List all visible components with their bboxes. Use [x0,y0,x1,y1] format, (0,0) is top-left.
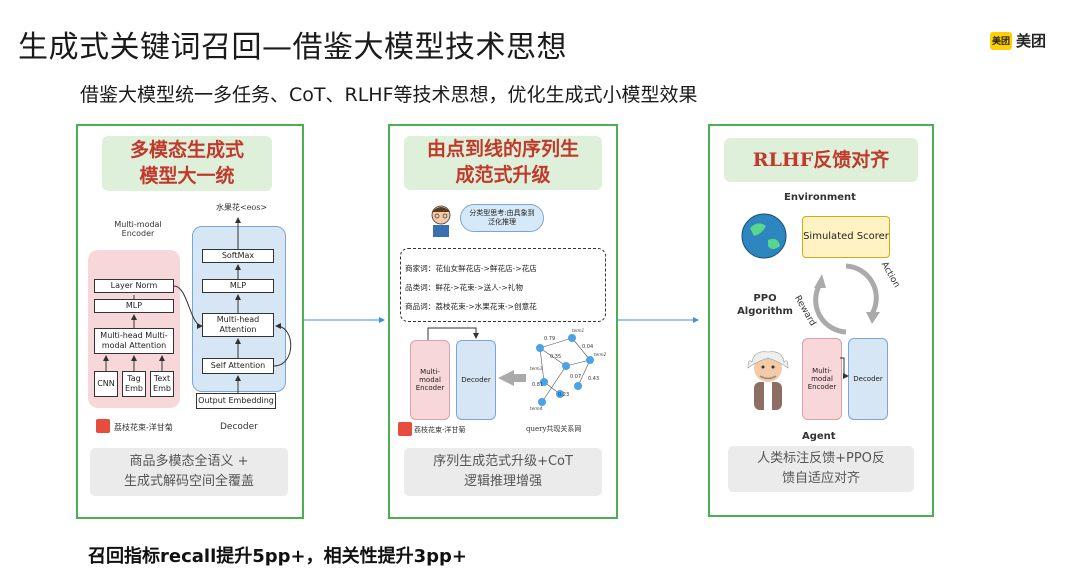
seq-product-line: 商品词：荔枝花束->水果花束->创意花 [405,302,537,311]
graph-node-2: term2 [594,352,607,357]
sequence-examples-box: 商家词：花仙女鲜花店->鲜花店->花店 品类词：鲜花->花束->送人->礼物 商… [400,248,606,322]
graph-node-3: term3 [530,366,543,371]
logo-badge: 美团 [990,31,1012,50]
left-arrow-icon [498,370,526,386]
panel2-product-thumbnail [398,422,412,436]
panel2-product-example: 荔枝花束-洋甘菊 [414,426,466,434]
panel1-summary: 商品多模态全语义 + 生成式解码空间全覆盖 [90,448,288,496]
panel3-summary-line2: 馈自适应对齐 [781,471,860,486]
encoder-label-line1: Multi-modal [114,220,162,229]
page-subtitle: 借鉴大模型统一多任务、CoT、RLHF等技术思想，优化生成式小模型效果 [80,84,698,106]
panel2-title: 由点到线的序列生 成范式升级 [404,136,602,190]
panel3-encoder-label: Multi-modal Encoder [807,367,837,391]
output-embedding-box: Output Embedding [196,393,276,409]
panel2-encoder-label: Multi-modal Encoder [415,368,445,392]
panel2-encoder: Multi-modal Encoder [410,340,450,420]
graph-weight-3: 0.04 [582,344,594,350]
thinking-person-icon [431,205,451,237]
agent-avatar-icon [747,351,789,410]
decoder-output-text: 水果花<eos> [216,203,268,212]
panel3-summary-line1: 人类标注反馈+PPO反 [757,451,885,466]
simulated-scorer-label: Simulated Scorer [803,231,889,242]
layer-norm-box: Layer Norm [94,279,174,293]
graph-node-1: term1 [572,328,585,333]
ppo-label-text: PPO Algorithm [737,293,793,317]
tag-emb-box: Tag Emb [122,371,146,397]
panel3-decoder: Decoder [848,338,888,420]
seq-merchant-line: 商家词：花仙女鲜花店->鲜花店->花店 [405,264,537,273]
logo-text: 美团 [1016,32,1047,50]
panel-multimodal: 多模态生成式 模型大一统 Multi-modal Encoder Layer N… [76,124,304,519]
panel3-title: RLHF反馈对齐 [724,138,918,182]
panel2-decoder: Decoder [456,340,496,420]
panel-rlhf: RLHF反馈对齐 Environment Simulated Scorer Ac… [708,124,934,517]
panel1-title-line2: 模型大一统 [139,165,235,187]
panel2-summary: 序列生成范式升级+CoT 逻辑推理增强 [404,448,602,496]
agent-label: Agent [802,431,836,442]
panel1-summary-line2: 生成式解码空间全覆盖 [123,474,254,489]
encoder-mlp-box: MLP [94,299,174,313]
graph-node-4: term4 [530,406,543,411]
graph-weight-4: 0.07 [570,374,582,380]
self-attention-box: Self Attention [202,358,274,374]
ppo-label: PPO Algorithm [734,292,796,318]
panel1-title: 多模态生成式 模型大一统 [102,136,272,191]
simulated-scorer-box: Simulated Scorer [802,216,890,258]
encoder-label: Multi-modal Encoder [108,220,168,238]
globe-icon [741,213,787,259]
softmax-box: SoftMax [202,249,274,263]
panel2-title-line2: 成范式升级 [455,164,551,186]
decoder-mlp-box: MLP [202,279,274,293]
thought-bubble: 分类型思考:由具象到泛化推理 [460,204,544,232]
cycle-arrows-icon [813,263,880,335]
panel1-title-line1: 多模态生成式 [129,139,244,161]
panel3-decoder-label: Decoder [853,375,883,383]
mha-box: Multi-head Multi-modal Attention [94,328,174,354]
seq-category-line: 品类词：鲜花->花束->送人->礼物 [405,283,523,292]
panel-sequence: 由点到线的序列生 成范式升级 分类型思考:由具象到泛化推理 商家词：花仙女鲜花店… [388,124,618,519]
panel3-encoder: Multi-modal Encoder [802,338,842,420]
panel2-summary-line2: 逻辑推理增强 [463,474,542,489]
panel1-arrows [103,217,292,393]
text-emb-box: Text Emb [150,371,174,397]
graph-weight-5: 0.43 [588,376,600,382]
mh-attention-box: Multi-head Attention [202,313,274,337]
panel2-title-line1: 由点到线的序列生 [426,138,579,160]
decoder-label: Decoder [220,422,258,432]
panel2-summary-line1: 序列生成范式升级+CoT [433,454,573,469]
environment-label: Environment [784,192,856,203]
panel3-summary: 人类标注反馈+PPO反 馈自适应对齐 [728,446,914,492]
panel1-summary-line1: 商品多模态全语义 + [129,454,249,469]
graph-caption: query共现关系网 [526,425,582,433]
graph-weight-6: 0.81 [532,382,544,388]
graph-weight-7: 0.23 [558,392,570,398]
brand-logo: 美团 美团 [990,30,1046,51]
result-summary: 召回指标recall提升5pp+，相关性提升3pp+ [88,546,467,567]
graph-weight-2: 0.35 [550,354,562,360]
cnn-box: CNN [94,371,118,397]
product-thumbnail [96,419,110,433]
product-example: 荔枝花束-洋甘菊 [114,423,173,432]
panel2-decoder-label: Decoder [461,376,491,384]
thought-bubble-text: 分类型思考:由具象到泛化推理 [469,209,535,226]
graph-weight-1: 0.79 [544,336,556,342]
page-title: 生成式关键词召回—借鉴大模型技术思想 [18,30,567,65]
encoder-label-line2: Encoder [121,229,155,238]
panel3-arrows [840,357,849,379]
panel2-graph [427,327,594,406]
